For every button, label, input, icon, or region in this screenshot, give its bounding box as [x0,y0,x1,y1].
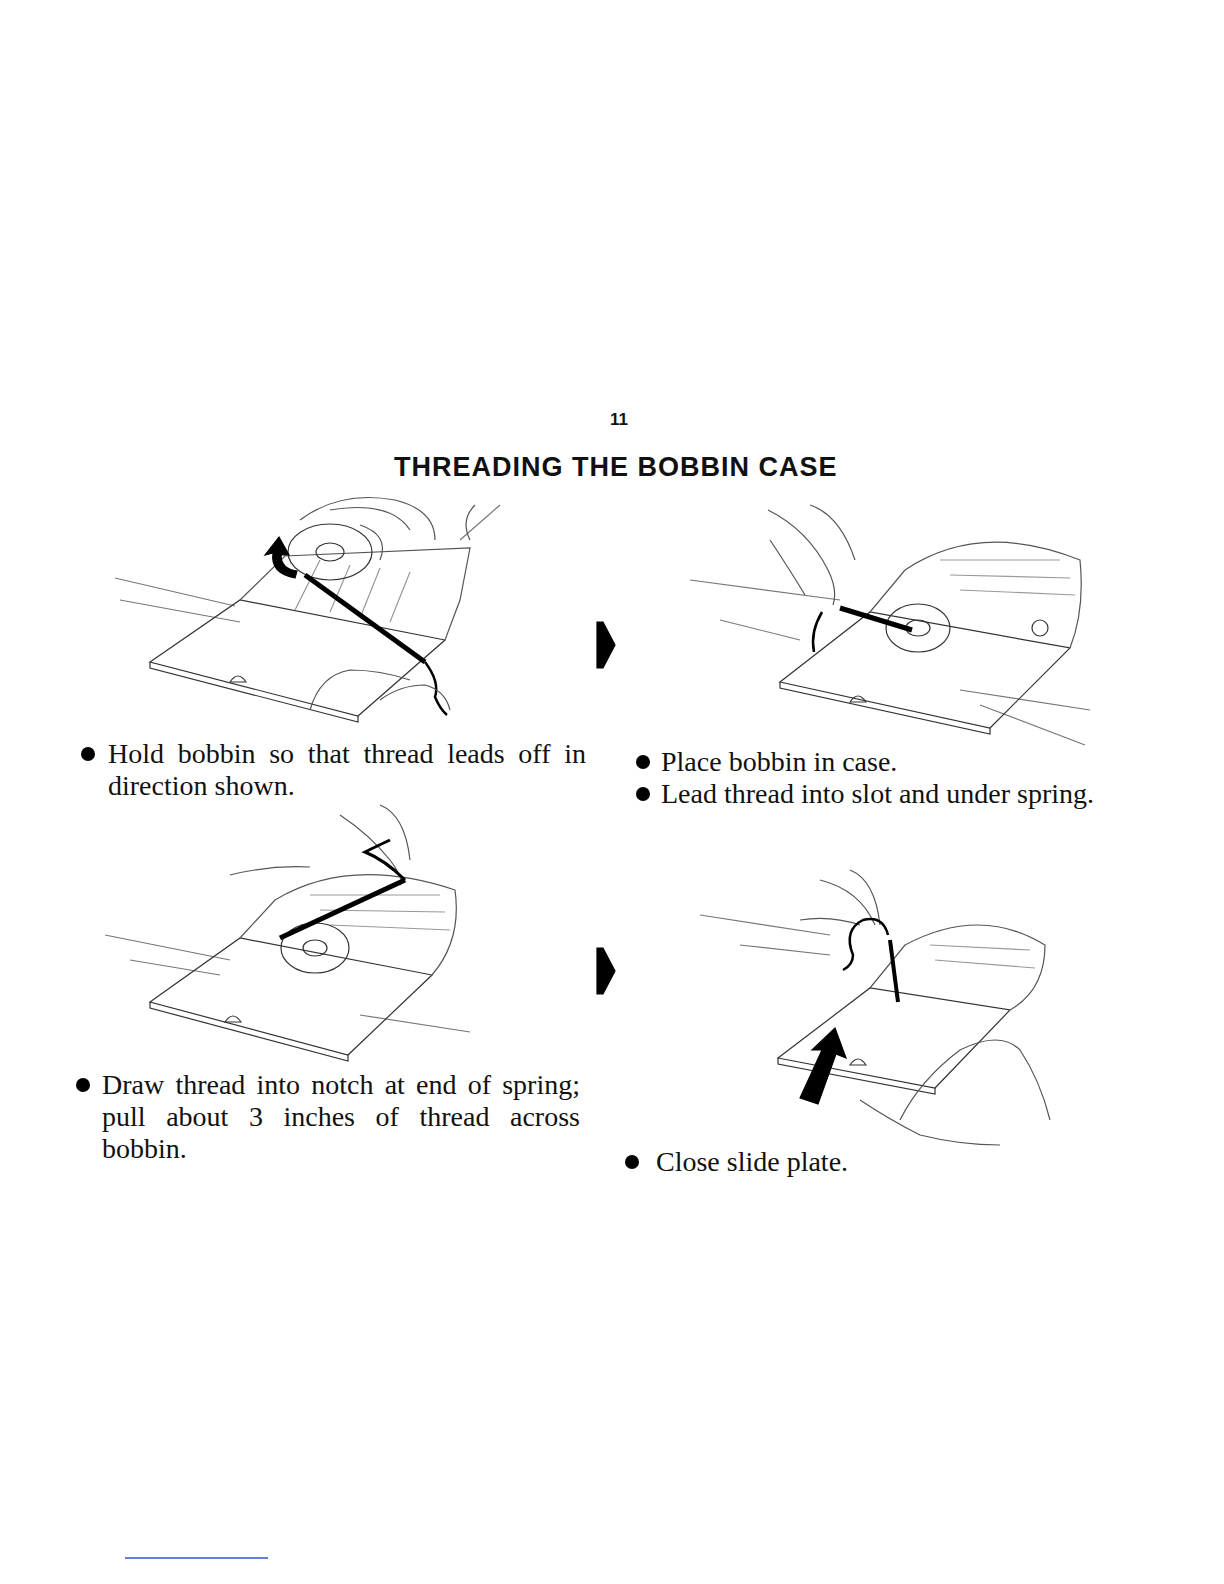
bullets [76,747,650,1169]
step-caption: Place bobbin in case. [661,746,1136,778]
panel-draw-thread [105,805,470,1061]
panel-hold-bobbin [115,498,500,723]
panel-place-bobbin [690,505,1090,745]
step-arrow [597,622,615,668]
panel-close-slide [700,870,1050,1145]
step-caption: Draw thread into notch at end of spring;… [102,1069,580,1165]
step-caption: Hold bobbin so that thread leads off in … [108,738,586,802]
page-title: THREADING THE BOBBIN CASE [394,452,838,483]
step-caption: Close slide plate. [656,1146,1076,1178]
step-arrow [597,948,615,994]
page-number: 11 [610,410,628,430]
step-caption: Lead thread into slot and under spring. [661,778,1136,810]
rule [125,1557,268,1559]
